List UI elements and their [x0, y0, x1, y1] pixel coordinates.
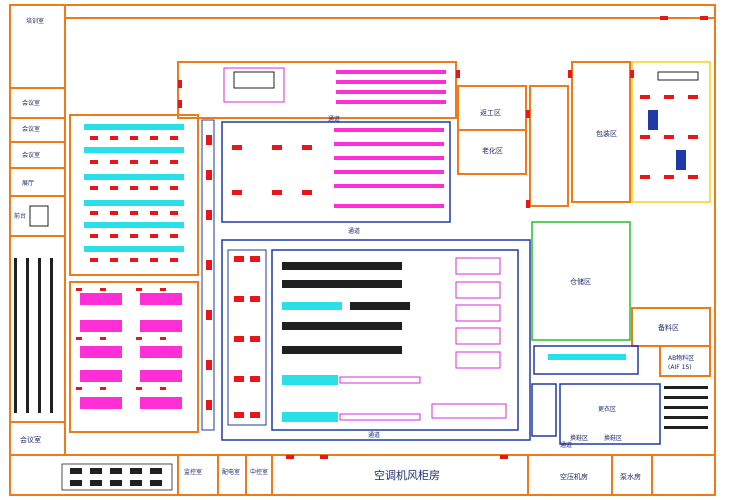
- packing-lines: [640, 71, 699, 179]
- label-control-room: 中控室: [250, 468, 268, 476]
- corridor-equipment: [201, 119, 215, 431]
- bench-stations-left: [227, 249, 267, 426]
- assembly-area-2: [69, 281, 199, 433]
- locker-rows: [664, 386, 708, 429]
- label-meeting-room-big: 会议室: [20, 435, 41, 444]
- assembly-area-1: [69, 114, 199, 276]
- label-hvac-room: 空调机风柜房: [374, 468, 440, 482]
- label-packing-area: 包装区: [596, 129, 617, 138]
- dressing-area: [559, 383, 661, 445]
- label-distribution-room: 配电室: [222, 468, 240, 476]
- label-training-room: 培训室: [26, 17, 44, 25]
- label-monitor-room: 监控室: [184, 468, 202, 476]
- label-meeting-room-3: 会议室: [22, 151, 40, 159]
- left-storage-racks: [14, 258, 53, 413]
- door-markers: [178, 16, 708, 459]
- label-corridor-1: 通道: [328, 115, 340, 123]
- label-reception: 前台: [14, 212, 26, 220]
- label-lobby: 展厅: [22, 180, 34, 187]
- air-shower: [531, 383, 557, 437]
- label-meeting-room-2: 会议室: [22, 125, 40, 133]
- label-shoe-area-2: 换鞋区: [604, 434, 622, 442]
- packing-area: [571, 61, 631, 203]
- warehouse-zone: [531, 221, 631, 341]
- label-meeting-room-1: 会议室: [22, 99, 40, 107]
- test-lines: [282, 257, 507, 422]
- production-zone-mid: [221, 121, 451, 223]
- packing-lines-area: [631, 61, 711, 203]
- label-compressor-room: 空压机房: [560, 472, 588, 481]
- left-wing: [10, 87, 65, 456]
- machine-room-top: [223, 67, 285, 103]
- label-corridor-4: 通道: [560, 441, 572, 449]
- side-room: [529, 85, 569, 207]
- smt-lines-mid: [232, 128, 444, 208]
- smt-lines-top: [336, 70, 446, 104]
- test-area: [271, 249, 519, 431]
- label-ab-material: AB物料区: [668, 354, 694, 362]
- assembly-lines-1: [84, 124, 184, 262]
- ab-material-area: [659, 345, 711, 377]
- label-aging-area: 老化区: [482, 146, 503, 155]
- label-ab-sub: (AIF 1S): [668, 364, 692, 371]
- label-pump-room: 泵水房: [620, 472, 641, 481]
- label-shoe-area: 换鞋区: [570, 434, 588, 442]
- reception-desk: [29, 205, 49, 227]
- utility-strip: [9, 454, 716, 496]
- label-corridor-2: 通道: [348, 227, 360, 235]
- label-dressing-area: 更衣区: [598, 405, 616, 413]
- storage-rack-zone: [533, 345, 639, 375]
- production-zone-top: [177, 61, 457, 119]
- office-desks: [61, 463, 173, 491]
- label-rework-area: 返工区: [480, 109, 501, 117]
- label-material-area: 备料区: [658, 323, 679, 332]
- label-corridor-3: 通道: [368, 431, 380, 439]
- production-zone-bottom: [221, 239, 531, 441]
- label-warehouse: 仓储区: [570, 277, 591, 286]
- workstations-2: [76, 288, 182, 409]
